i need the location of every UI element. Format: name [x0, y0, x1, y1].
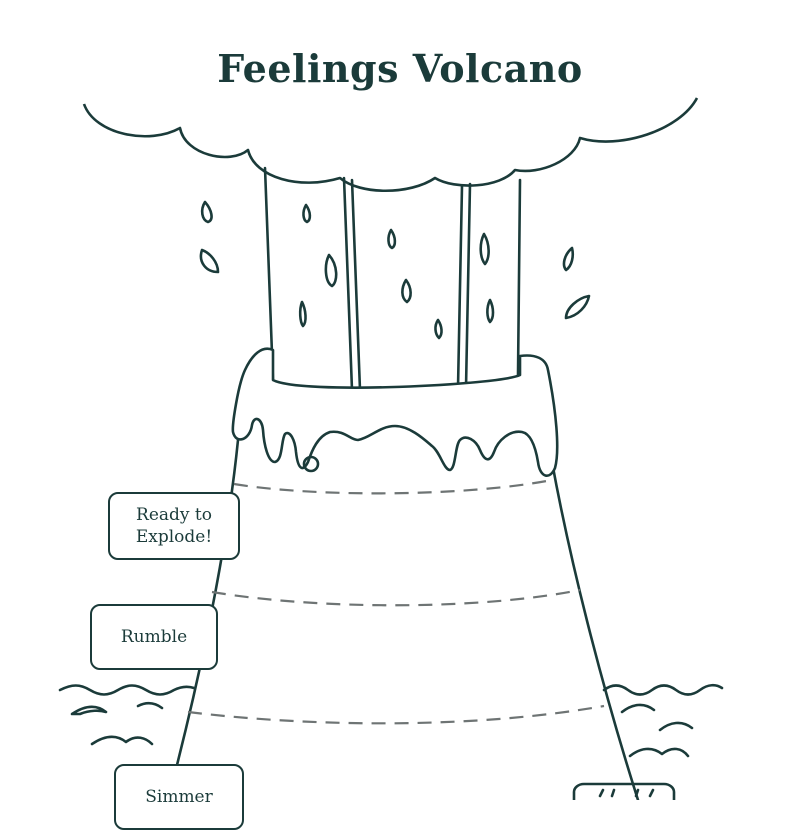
partial-box-right — [572, 782, 676, 800]
volcano-body — [166, 438, 240, 800]
smoke-cloud — [82, 97, 699, 192]
level-label-ready-to-explode: Ready to Explode! — [108, 492, 240, 560]
level-line-middle — [211, 588, 581, 607]
level-line-top — [233, 478, 553, 495]
level-label-simmer: Simmer — [114, 764, 244, 830]
level-label-rumble: Rumble — [90, 604, 218, 670]
volcano-body-right — [550, 460, 640, 800]
eruption-columns — [263, 166, 522, 392]
flame-sparks — [598, 788, 655, 798]
waves-right — [602, 683, 724, 758]
crater-lava — [231, 347, 559, 477]
level-line-bottom — [187, 704, 605, 725]
page-title: Feelings Volcano — [217, 46, 583, 91]
volcano-illustration — [58, 97, 724, 800]
level-label-line1: Ready to — [136, 504, 212, 525]
lava-bubble — [302, 455, 320, 473]
lava-drops — [199, 200, 591, 340]
level-label-text: Rumble — [120, 626, 188, 647]
level-label-text: Simmer — [145, 787, 213, 807]
level-label-line2: Explode! — [135, 527, 213, 547]
waves-left — [58, 684, 196, 746]
